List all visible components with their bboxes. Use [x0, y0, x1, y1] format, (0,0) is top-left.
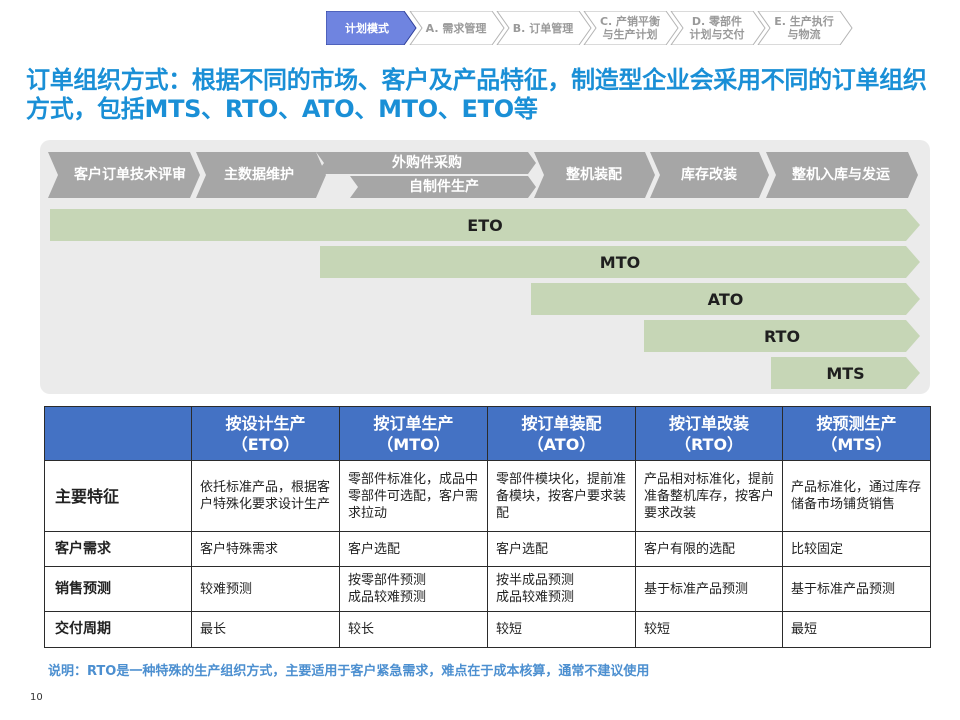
table-cell: 较短: [487, 611, 636, 648]
table-cell: 较难预测: [191, 566, 340, 612]
table-cell: 依托标准产品，根据客户特殊化要求设计生产: [191, 460, 340, 532]
nav-step-order-management[interactable]: B. 订单管理: [512, 21, 574, 35]
top-navigation: 计划模式 A. 需求管理 B. 订单管理 C. 产销平衡 与生产计划 D. 零部…: [326, 11, 856, 45]
mode-label-eto: ETO: [467, 215, 503, 235]
table-cell: 最长: [191, 611, 340, 648]
page-number: 10: [30, 692, 43, 703]
step-stock-modify-shape: [650, 152, 769, 198]
step-master-data-shape: [196, 152, 326, 198]
table-header-eto: 按设计生产 （ETO）: [191, 406, 340, 461]
nav-step-plan-mode[interactable]: 计划模式: [345, 21, 389, 35]
step-assembly-shape: [534, 152, 655, 198]
step-order-review-shape: [48, 152, 200, 198]
table-header-row: 按设计生产 （ETO） 按订单生产 （MTO） 按订单装配 （ATO） 按订单改…: [44, 406, 931, 461]
table-cell: 基于标准产品预测: [635, 566, 783, 612]
process-diagram: [48, 152, 920, 389]
nav-step-production-planning[interactable]: C. 产销平衡 与生产计划: [599, 15, 661, 41]
mode-bar-eto: [50, 209, 920, 241]
table-cell: 按半成品预测 成品较难预测: [487, 566, 636, 612]
mode-label-mto: MTO: [599, 252, 641, 272]
table-cell: 客户选配: [487, 531, 636, 567]
mode-bar-ato: [531, 283, 920, 315]
table-cell: 较短: [635, 611, 783, 648]
mode-label-ato: ATO: [707, 289, 744, 309]
nav-chevrons: [326, 11, 853, 45]
table-cell: 比较固定: [782, 531, 931, 567]
table-cell: 零部件标准化，成品中零部件可选配，客户需求拉动: [339, 460, 488, 532]
comparison-table: 按设计生产 （ETO） 按订单生产 （MTO） 按订单装配 （ATO） 按订单改…: [44, 406, 931, 648]
table-cell: 产品标准化，通过库存储备市场铺货销售: [782, 460, 931, 532]
table-cell: 产品相对标准化，提前准备整机库存，按客户要求改装: [635, 460, 783, 532]
table-row: 交付周期 最长 较长 较短 较短 最短: [44, 611, 931, 648]
table-header-mts: 按预测生产 （MTS）: [782, 406, 931, 461]
step-order-review: 客户订单技术评审: [74, 166, 186, 183]
nav-step-a-shape[interactable]: [409, 11, 505, 45]
nav-step-e-shape[interactable]: [757, 11, 853, 45]
table-header-mto: 按订单生产 （MTO）: [339, 406, 488, 461]
step-ship: 整机入库与发运: [792, 166, 890, 183]
mode-label-rto: RTO: [763, 326, 801, 346]
nav-step-c-shape[interactable]: [583, 11, 679, 45]
mode-bar-rto: [644, 320, 920, 352]
nav-step-b-shape[interactable]: [496, 11, 592, 45]
table-cell: 较长: [339, 611, 488, 648]
mode-bar-mts: [771, 357, 920, 389]
step-assembly: 整机装配: [566, 166, 622, 183]
page-title: 订单组织方式：根据不同的市场、客户及产品特征，制造型企业会采用不同的订单组织方式…: [26, 66, 927, 123]
step-self-made-shape: [350, 176, 536, 198]
nav-step-demand-management[interactable]: A. 需求管理: [425, 21, 487, 35]
table-row: 主要特征 依托标准产品，根据客户特殊化要求设计生产 零部件标准化，成品中零部件可…: [44, 460, 931, 532]
table-cell: 零部件模块化，提前准备模块，按客户要求装配: [487, 460, 636, 532]
table-cell: 客户特殊需求: [191, 531, 340, 567]
table-cell: 最短: [782, 611, 931, 648]
nav-step-d-shape[interactable]: [670, 11, 766, 45]
mode-bar-mto: [320, 246, 920, 278]
table-cell: 基于标准产品预测: [782, 566, 931, 612]
table-cell: 按零部件预测 成品较难预测: [339, 566, 488, 612]
table-header-ato: 按订单装配 （ATO）: [487, 406, 636, 461]
row-label-sales-forecast: 销售预测: [44, 566, 192, 612]
nav-step-parts-planning[interactable]: D. 零部件 计划与交付: [689, 15, 745, 41]
row-label-features: 主要特征: [44, 460, 192, 532]
footnote: 说明：RTO是一种特殊的生产组织方式，主要适用于客户紧急需求，难点在于成本核算，…: [48, 664, 650, 679]
nav-step-production-logistics[interactable]: E. 生产执行 与物流: [774, 15, 834, 41]
step-master-data: 主数据维护: [224, 166, 294, 183]
step-stock-modify: 库存改装: [681, 166, 737, 183]
table-header-rto: 按订单改装 （RTO）: [635, 406, 783, 461]
step-ship-shape: [766, 152, 918, 198]
nav-step-plan-mode-shape[interactable]: [326, 11, 417, 45]
table-cell: 客户有限的选配: [635, 531, 783, 567]
row-label-customer-demand: 客户需求: [44, 531, 192, 567]
step-purchase: 外购件采购: [392, 154, 462, 171]
table-row: 销售预测 较难预测 按零部件预测 成品较难预测 按半成品预测 成品较难预测 基于…: [44, 566, 931, 612]
table-header-blank: [44, 406, 192, 461]
step-purchase-shape: [316, 152, 536, 174]
step-self-made: 自制件生产: [409, 178, 479, 195]
table-row: 客户需求 客户特殊需求 客户选配 客户选配 客户有限的选配 比较固定: [44, 531, 931, 567]
mode-label-mts: MTS: [826, 363, 865, 383]
table-cell: 客户选配: [339, 531, 488, 567]
row-label-delivery-cycle: 交付周期: [44, 611, 192, 648]
